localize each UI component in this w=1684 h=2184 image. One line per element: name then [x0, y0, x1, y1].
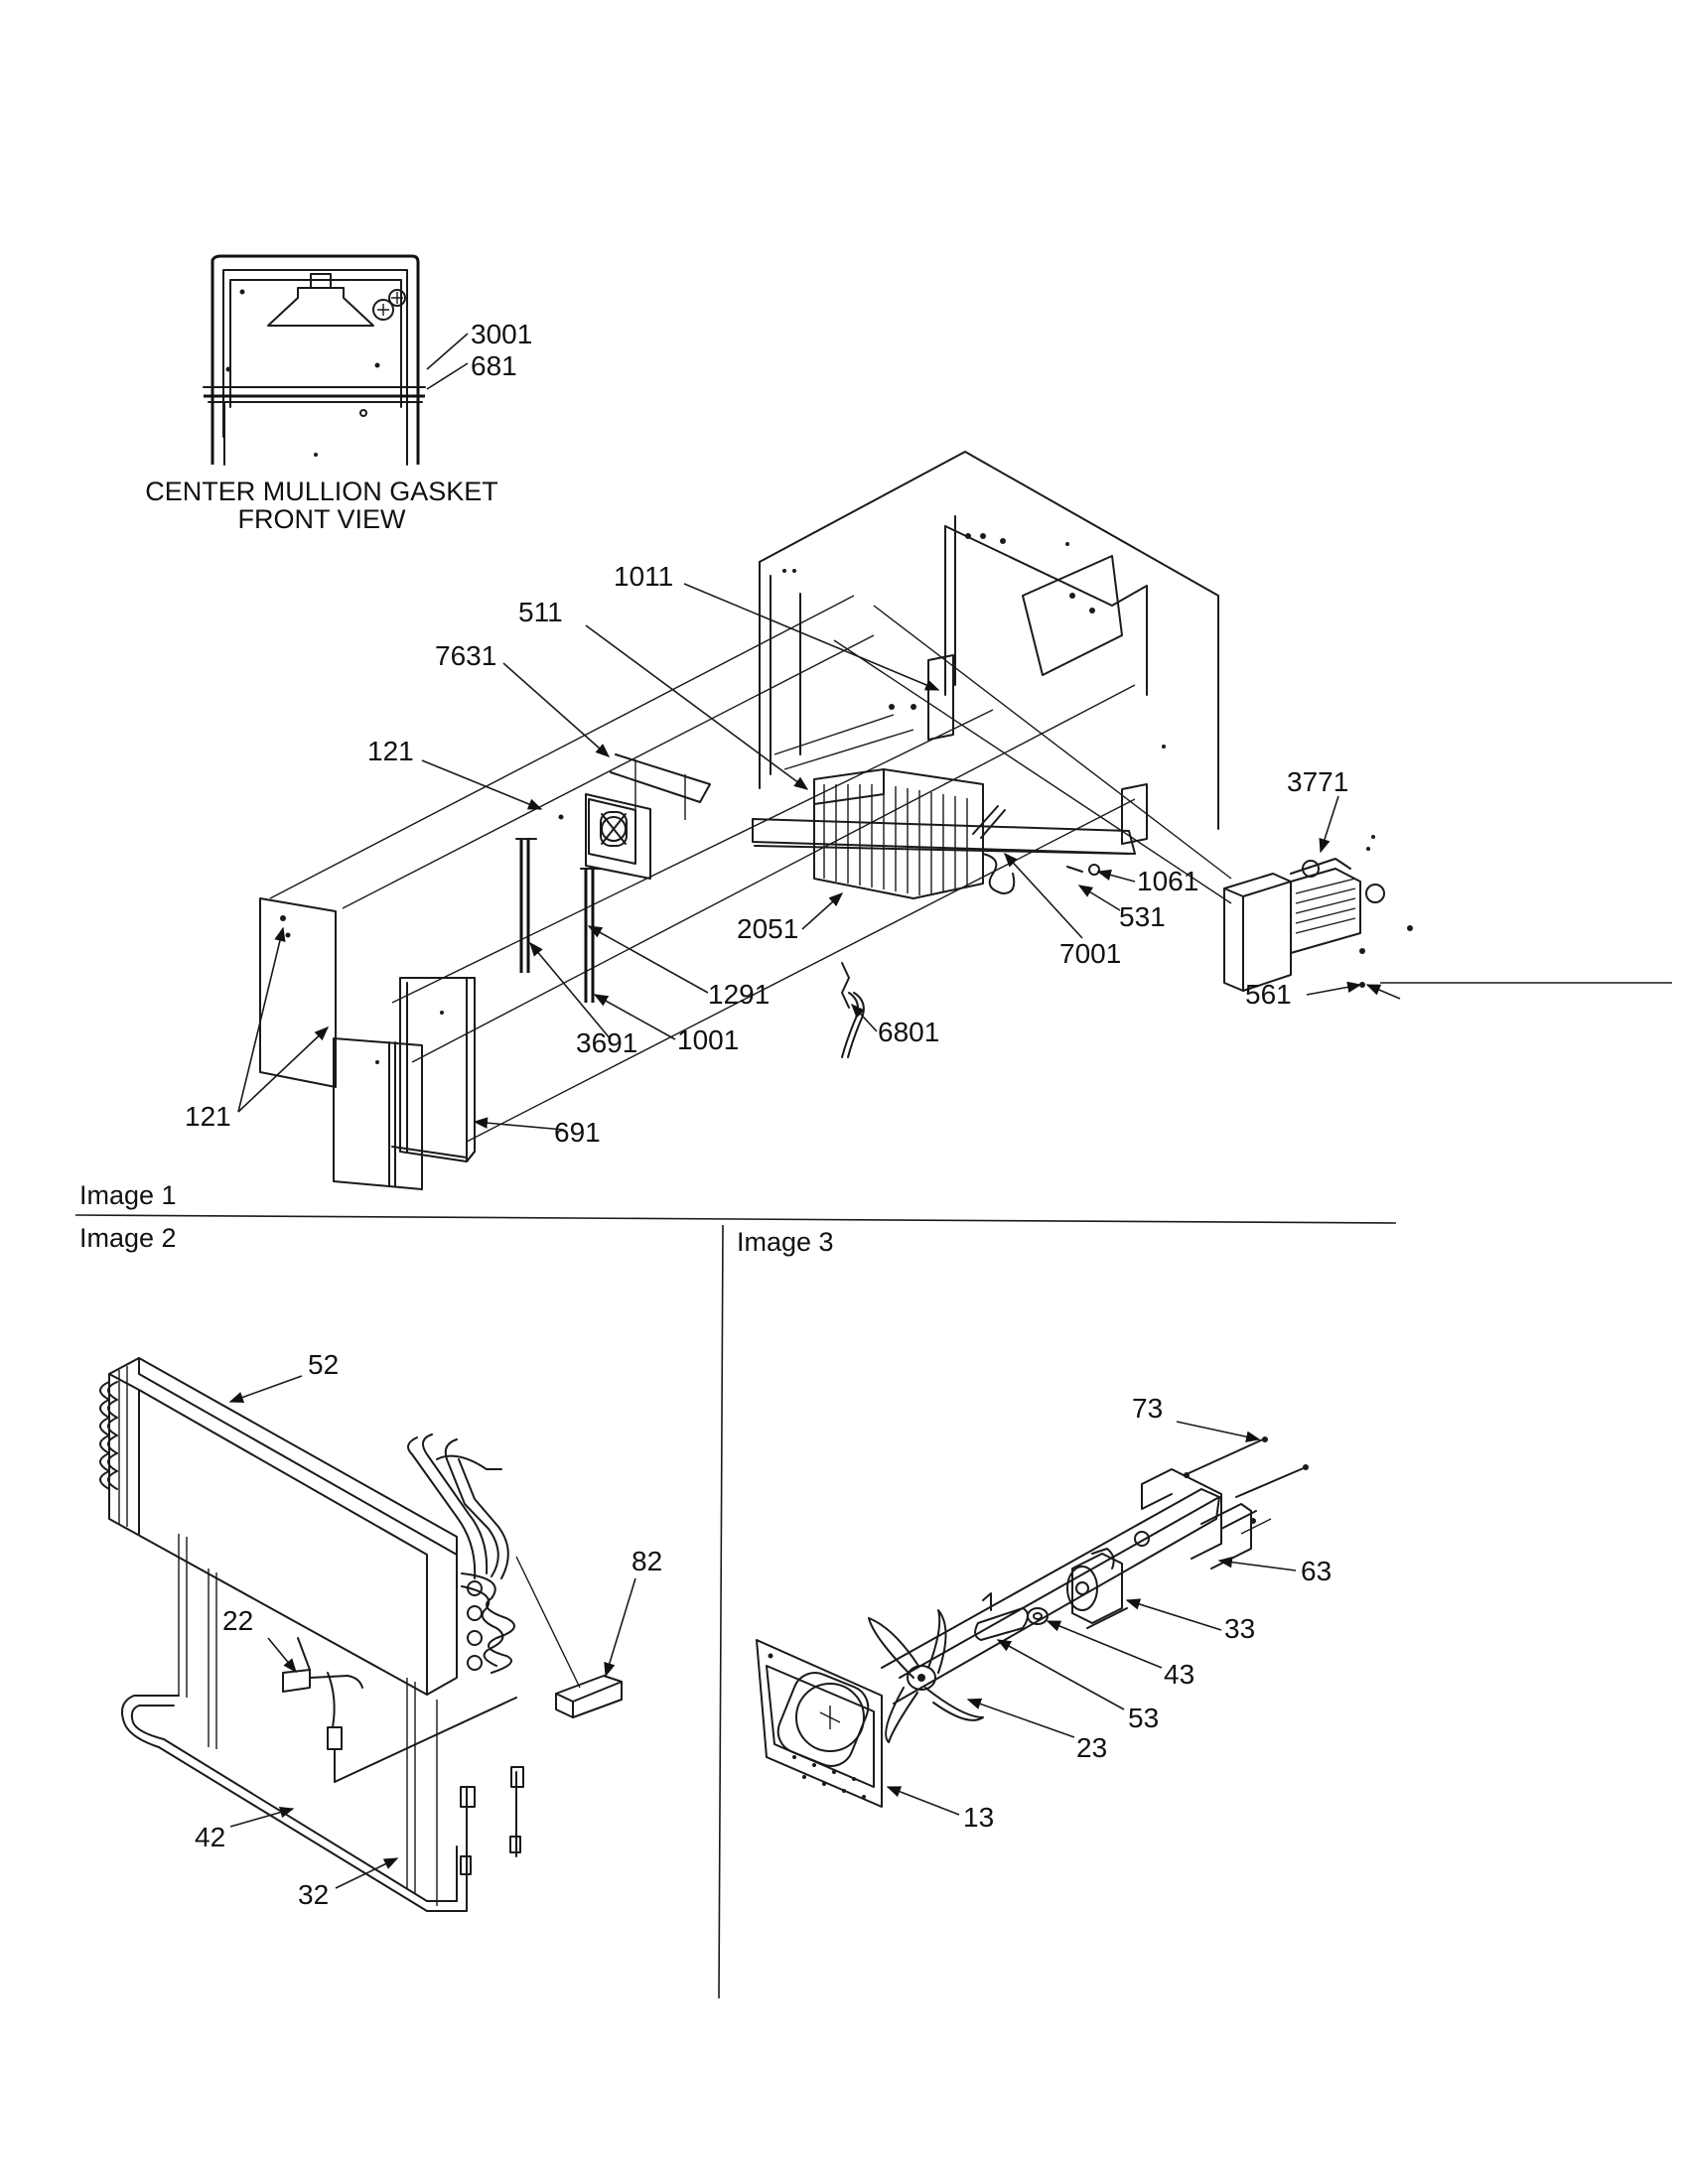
callout-561: 561: [1245, 979, 1292, 1010]
mullion-gasket-inset: 3001 681 CENTER MULLION GASKET FRONT VIE…: [145, 254, 532, 534]
section-divider: [74, 1214, 1397, 1224]
callout-3691: 3691: [576, 1027, 637, 1058]
callout-42: 42: [195, 1822, 225, 1852]
callout-43: 43: [1164, 1659, 1194, 1690]
callout-23: 23: [1076, 1732, 1107, 1763]
callout-63: 63: [1301, 1556, 1332, 1586]
callout-6801: 6801: [878, 1017, 939, 1047]
section-label-image3: Image 3: [737, 1227, 834, 1257]
callout-121-bottom: 121: [185, 1101, 231, 1132]
callout-3771: 3771: [1287, 766, 1348, 797]
image1-exploded-view: 1011 511 7631 121 3771 1061 531 7001 205…: [185, 451, 1672, 1190]
callout-681: 681: [471, 350, 517, 381]
callout-3001: 3001: [471, 319, 532, 349]
vertical-divider: [718, 1224, 724, 1999]
inset-caption-line2: FRONT VIEW: [237, 504, 406, 534]
callout-7001: 7001: [1059, 938, 1121, 969]
callout-1001: 1001: [677, 1024, 739, 1055]
callout-691: 691: [554, 1117, 601, 1148]
callout-22: 22: [222, 1605, 253, 1636]
inset-caption-line1: CENTER MULLION GASKET: [145, 477, 498, 506]
callout-1011: 1011: [614, 561, 673, 592]
callout-73: 73: [1132, 1393, 1163, 1424]
callout-531: 531: [1119, 901, 1166, 932]
section-label-image2: Image 2: [79, 1223, 177, 1253]
callout-121-top: 121: [367, 736, 414, 766]
callout-7631: 7631: [435, 640, 496, 671]
callout-33: 33: [1224, 1613, 1255, 1644]
callout-511: 511: [518, 597, 563, 627]
callout-53: 53: [1128, 1703, 1159, 1733]
callout-82: 82: [632, 1546, 662, 1576]
callout-13: 13: [963, 1802, 994, 1833]
callout-2051: 2051: [737, 913, 798, 944]
callout-1291: 1291: [708, 979, 770, 1010]
callout-52: 52: [308, 1349, 339, 1380]
image3-fan-assembly: 73 63 33 43 53 23 13: [756, 1393, 1332, 1833]
callout-32: 32: [298, 1879, 329, 1910]
image2-evaporator-assembly: 52 82 22 42 32: [99, 1349, 662, 1912]
callout-1061: 1061: [1137, 866, 1198, 896]
section-label-image1: Image 1: [79, 1180, 177, 1210]
